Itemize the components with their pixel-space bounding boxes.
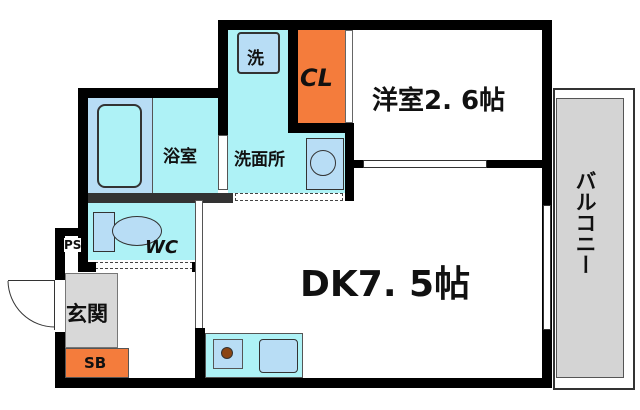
stove: [213, 339, 243, 369]
entrance: [65, 273, 118, 348]
sliding-door[interactable]: [363, 160, 487, 168]
balcony-floor: [556, 98, 624, 378]
shoe-box-label: SB: [84, 354, 107, 372]
interior-wall: [288, 123, 354, 133]
shoe-box: [65, 348, 129, 378]
outer-wall: [218, 20, 552, 30]
washbasin-bowl: [310, 150, 336, 176]
entrance-label: 玄関: [66, 302, 108, 326]
interior-wall: [345, 133, 354, 201]
closet-label: CL: [300, 64, 333, 92]
entrance-door[interactable]: [8, 280, 55, 330]
washroom-door[interactable]: [235, 193, 343, 201]
interior-wall: [218, 95, 228, 135]
interior-wall: [288, 28, 298, 132]
interior-wall: [487, 160, 542, 168]
stove-burner: [221, 347, 233, 359]
outer-wall: [55, 228, 85, 236]
outer-wall: [55, 228, 65, 280]
door-swing-arc: [7, 280, 56, 328]
outer-wall: [542, 20, 552, 388]
outer-wall: [55, 378, 552, 388]
outer-wall: [218, 20, 228, 95]
toilet-bowl: [112, 216, 162, 246]
interior-wall: [78, 262, 96, 272]
outer-wall: [78, 88, 228, 98]
interior-wall: [195, 328, 205, 380]
toilet-label: WC: [145, 237, 179, 258]
closet-door[interactable]: [345, 30, 353, 123]
outer-wall: [78, 88, 88, 268]
bathtub: [97, 104, 142, 188]
toilet-door[interactable]: [95, 262, 193, 269]
window: [543, 205, 551, 330]
closet: [298, 30, 345, 123]
interior-wall: [88, 193, 233, 203]
pipe-space-label: PS: [64, 238, 82, 252]
interior-wall: [195, 200, 203, 330]
interior-wall: [353, 160, 363, 168]
balcony-label: バルコニー: [573, 170, 597, 275]
western-room-label: 洋室2. 6帖: [372, 86, 506, 116]
washroom-label: 洗面所: [234, 150, 285, 170]
sink: [259, 339, 298, 373]
laundry-label: 洗: [247, 49, 264, 69]
bathroom-door[interactable]: [218, 135, 228, 190]
western-room: [353, 30, 542, 160]
bathroom-label: 浴室: [163, 147, 197, 167]
dining-kitchen-label: DK7. 5帖: [300, 264, 471, 305]
outer-wall: [55, 332, 65, 388]
washing-machine: [237, 32, 280, 74]
